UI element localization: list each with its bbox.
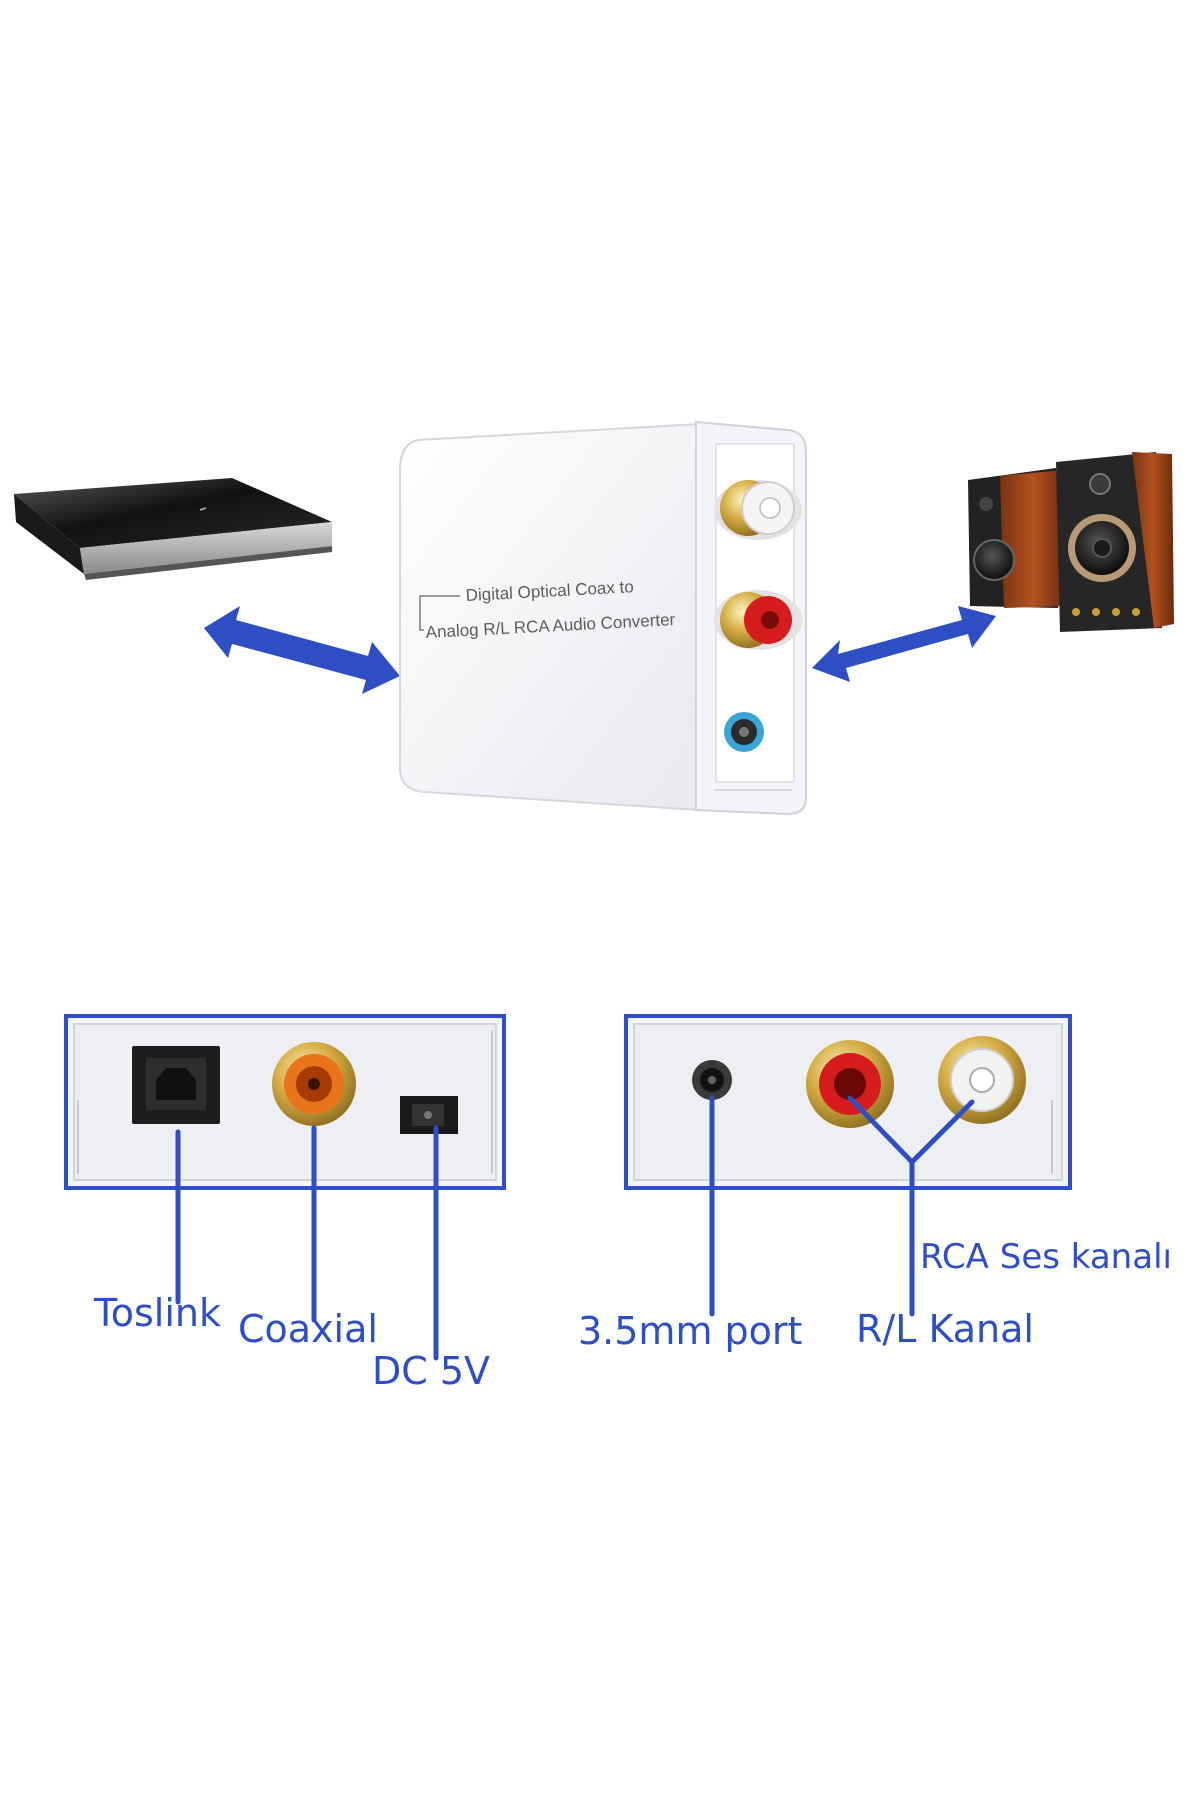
device-rca-red-jack <box>714 590 802 650</box>
converter-box: Digital Optical Coax to Analog R/L RCA A… <box>399 420 807 816</box>
coaxial-port <box>272 1042 356 1126</box>
device-3-5mm-jack <box>724 712 764 752</box>
right-double-arrow-icon <box>812 606 996 682</box>
rca-red-leader-line <box>847 1095 915 1165</box>
left-double-arrow-icon <box>204 606 400 694</box>
input-leader-lines <box>175 1125 439 1361</box>
speakers-image <box>968 452 1174 632</box>
output-panel <box>624 1014 1072 1190</box>
3-5mm-port <box>692 1060 732 1100</box>
media-player-image <box>14 478 332 580</box>
coaxial-label: Coaxial <box>238 1307 378 1351</box>
rl-channel-label: R/L Kanal <box>856 1307 1034 1351</box>
output-leader-lines <box>709 1095 975 1317</box>
device-rca-white-jack <box>714 480 802 540</box>
dc-5v-label: DC 5V <box>372 1349 490 1393</box>
toslink-label: Toslink <box>93 1291 221 1335</box>
toslink-port <box>132 1046 220 1124</box>
rca-white-port <box>938 1036 1026 1124</box>
rca-red-port <box>806 1040 894 1128</box>
port-label: 3.5mm port <box>578 1309 802 1353</box>
rca-white-leader-line <box>909 1099 975 1165</box>
input-panel <box>64 1014 506 1190</box>
dc-5v-port <box>400 1096 458 1134</box>
rca-channel-label: RCA Ses kanalı <box>920 1237 1172 1277</box>
